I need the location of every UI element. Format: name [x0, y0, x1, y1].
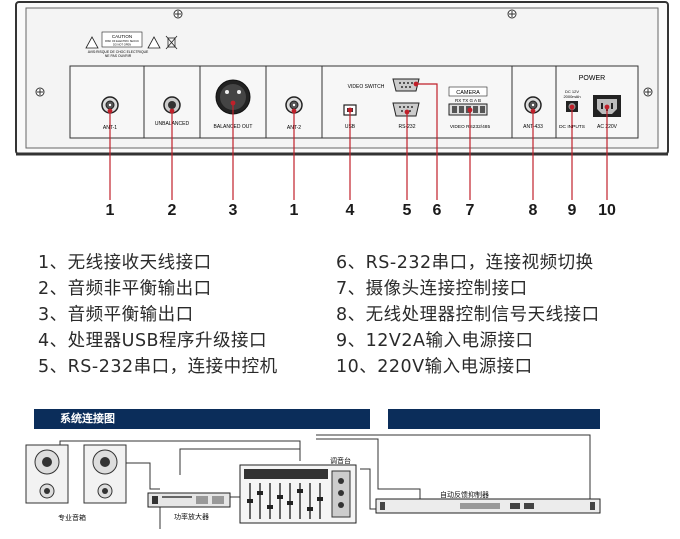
feedback-suppressor-icon — [375, 498, 601, 514]
legend-item: 1、无线接收天线接口 — [38, 253, 212, 273]
legend-item: 4、处理器USB程序升级接口 — [38, 331, 268, 351]
callout-number: 6 — [432, 202, 442, 219]
mixer-label: 调音台 — [330, 457, 351, 465]
callout-number: 3 — [228, 202, 238, 219]
legend-item: 7、摄像头连接控制接口 — [336, 279, 528, 299]
caution-box — [101, 31, 143, 48]
callout-number: 4 — [345, 202, 355, 219]
screw-icon — [35, 9, 653, 97]
callout-number: 9 — [567, 202, 577, 219]
warning-triangle-icon — [85, 36, 161, 49]
callout-number: 5 — [402, 202, 412, 219]
callout-number: 7 — [465, 202, 475, 219]
system-diagram-header: 系统连接图 — [34, 409, 370, 429]
weee-bin-icon — [165, 35, 178, 50]
callout-number: 10 — [598, 202, 616, 219]
legend-item: 6、RS-232串口，连接视频切换 — [336, 253, 594, 273]
caution-title: CAUTION — [112, 34, 132, 39]
amplifier-icon — [147, 492, 231, 508]
legend-item: 8、无线处理器控制信号天线接口 — [336, 305, 600, 325]
power-label: POWER — [579, 75, 605, 82]
speaker-icon — [83, 444, 127, 504]
amplifier-label: 功率放大器 — [174, 513, 209, 521]
legend-item: 9、12V2A输入电源接口 — [336, 331, 534, 351]
rear-panel-diagram: CAUTION RISK OF ELECTRIC SHOCK DO NOT OP… — [15, 1, 669, 200]
system-diagram-header-right — [388, 409, 600, 429]
mixer-icon — [239, 464, 357, 524]
ant2-bnc-connector — [285, 96, 303, 114]
dc-spec1: DC 12V — [565, 89, 579, 94]
legend-item: 3、音频平衡输出口 — [38, 305, 194, 325]
system-connection-diagram — [25, 434, 601, 529]
callout-number: 8 — [528, 202, 538, 219]
caution-line2: DO NOT OPEN — [113, 43, 131, 47]
feedback-label: 自动反馈抑制器 — [440, 491, 489, 499]
callout-number: 1 — [105, 202, 115, 219]
speaker-icon — [25, 444, 69, 504]
system-diagram-title: 系统连接图 — [60, 412, 115, 425]
xlr-connector — [215, 79, 251, 115]
camera-pins-label: RX TX G A B — [455, 98, 481, 103]
callout-number: 1 — [289, 202, 299, 219]
caution-line1: RISK OF ELECTRIC SHOCK — [105, 39, 139, 43]
warning-line2: NE PAS OUVRIR — [105, 54, 132, 58]
legend-item: 10、220V输入电源接口 — [336, 357, 533, 377]
camera-label: CAMERA — [456, 90, 480, 96]
dc-spec2: 2000mAh — [563, 94, 580, 99]
warning-line1: AVIS:RISQUE DE CHOC ELECTRIQUE — [88, 50, 149, 54]
video-switch-label: VIDEO SWITCH — [348, 84, 385, 90]
callout-number: 2 — [167, 202, 177, 219]
speaker-label: 专业音箱 — [58, 514, 86, 522]
ant433-bnc-connector — [524, 96, 542, 114]
legend-item: 2、音频非平衡输出口 — [38, 279, 212, 299]
db9-video-switch-port — [392, 78, 420, 92]
legend-item: 5、RS-232串口，连接中控机 — [38, 357, 278, 377]
callout-lines — [107, 81, 610, 200]
